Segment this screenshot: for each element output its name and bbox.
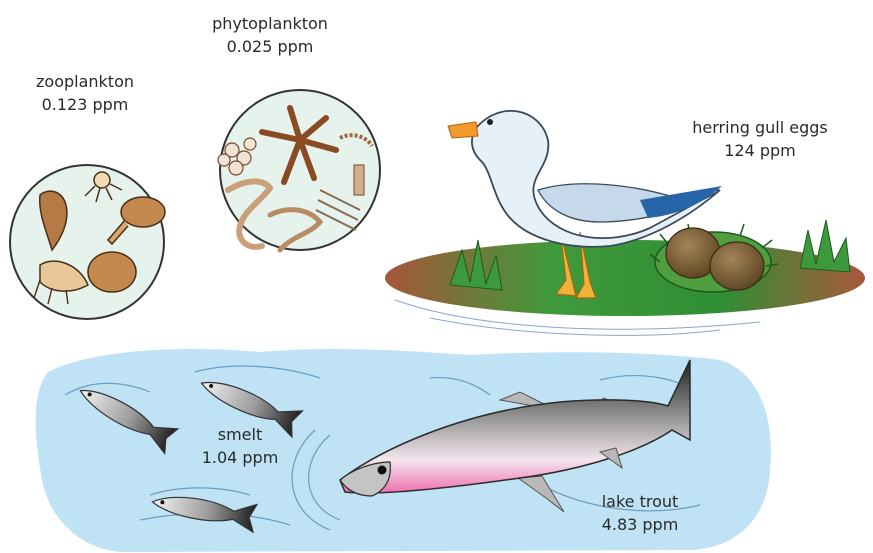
zooplankton-name: zooplankton [20, 70, 150, 93]
phytoplankton-label: phytoplankton 0.025 ppm [205, 12, 335, 58]
herring-gull-eggs-concentration: 124 ppm [680, 139, 840, 162]
herring-gull-eggs-name: herring gull eggs [680, 116, 840, 139]
smelt-concentration: 1.04 ppm [180, 446, 300, 469]
lake-trout-name: lake trout [580, 490, 700, 513]
smelt-name: smelt [180, 423, 300, 446]
phytoplankton-name: phytoplankton [205, 12, 335, 35]
lake-trout-label: lake trout 4.83 ppm [580, 490, 700, 536]
zooplankton-circle [10, 165, 165, 319]
phytoplankton-circle [218, 90, 380, 250]
zooplankton-label: zooplankton 0.123 ppm [20, 70, 150, 116]
lake-trout-concentration: 4.83 ppm [580, 513, 700, 536]
island [385, 240, 865, 335]
herring-gull-eggs-label: herring gull eggs 124 ppm [680, 116, 840, 162]
smelt-label: smelt 1.04 ppm [180, 423, 300, 469]
phytoplankton-concentration: 0.025 ppm [205, 35, 335, 58]
zooplankton-concentration: 0.123 ppm [20, 93, 150, 116]
